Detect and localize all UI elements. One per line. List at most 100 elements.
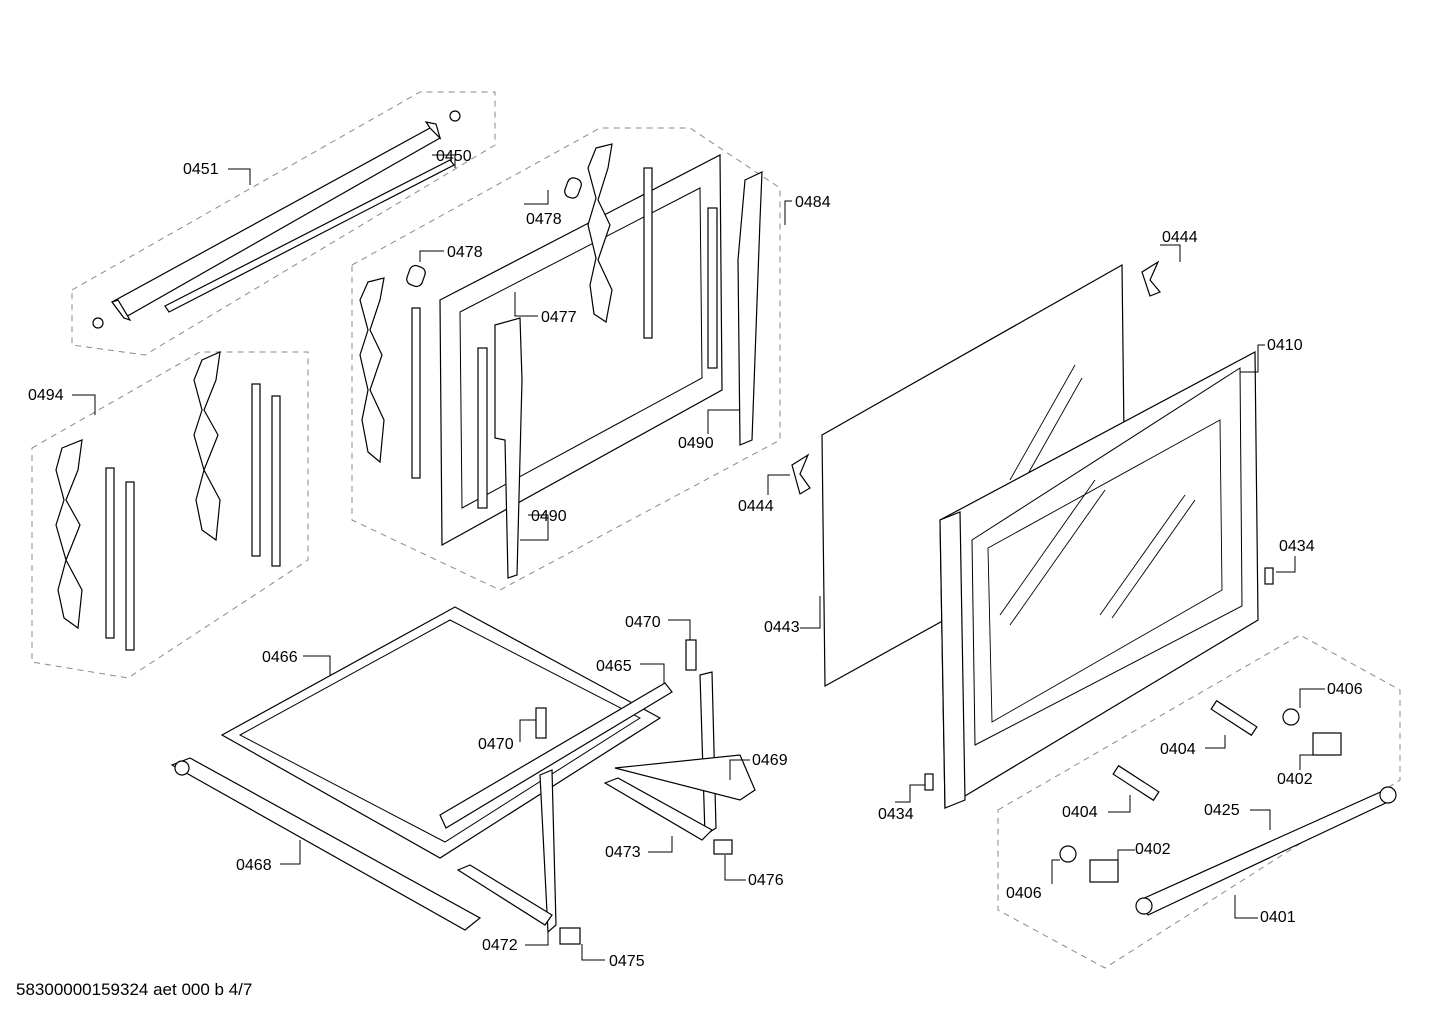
hinge-bracket-upper [737,171,763,446]
leader-0468 [280,840,301,865]
cap-0406-lower [1059,845,1077,863]
leader-0450 [432,154,456,168]
clip-0475 [559,927,581,945]
part-labels: 0451 0450 0478 0478 0484 0477 0494 0490 … [28,148,1363,970]
label-0434-left: 0434 [878,806,914,823]
label-0410: 0410 [1267,337,1303,354]
label-0434-right: 0434 [1279,538,1315,555]
top-rail-rod [164,159,455,313]
label-0490-upper: 0490 [678,435,714,452]
glass-reflection-b [1019,377,1083,489]
label-0484: 0484 [795,194,831,211]
stop-0434-left [924,773,934,791]
outer-door-window [987,419,1223,723]
support-0472 [539,769,557,934]
drawing-reference-footer: 58300000159324 aet 000 b 4/7 [16,980,253,999]
top-rail-profile [111,127,441,319]
door-reflection-a [999,479,1096,616]
label-0404-upper: 0404 [1160,741,1196,758]
leader-0443 [800,596,821,629]
inner-strip-right [707,207,718,369]
group-outline-inner-door [351,127,781,591]
inner-guide-comb-right [587,143,613,324]
clip-0444-lower [791,453,811,495]
door-glass-parts [791,260,1274,810]
door-reflection-d [1111,499,1196,619]
block-0402-upper [1312,732,1342,756]
label-0404-lower: 0404 [1062,804,1098,821]
roller-0478-lower [406,264,426,288]
door-reflection-b [1009,489,1106,626]
label-0470-center: 0470 [478,736,514,753]
outer-door-side-profile [939,511,966,809]
top-rail-end-left [111,299,132,322]
tray-0466-inner [238,619,642,843]
label-0475: 0475 [609,953,645,970]
label-0444-upper: 0444 [1162,229,1198,246]
label-0450: 0450 [436,148,472,165]
leader-0402-upper [1299,754,1313,770]
leader-0484 [784,200,792,225]
label-0478-lower: 0478 [447,244,483,261]
label-0444-lower: 0444 [738,498,774,515]
leader-0465 [640,663,665,683]
leader-0478-lower [419,250,444,262]
leader-0473 [648,836,673,853]
label-0470-right: 0470 [625,614,661,631]
side-guide-parts [55,351,281,651]
support-0473-foot [603,777,713,841]
label-0494: 0494 [28,387,64,404]
handle-0425 [1139,789,1393,916]
handle-0425-end-left [1135,897,1153,915]
top-rail-end-right [424,121,442,141]
leader-0404-lower [1108,795,1131,813]
outer-door-frame-inner [971,367,1243,746]
group-outline-side-guides [31,351,309,679]
inner-guide-strip-right [643,167,653,339]
top-rail-parts [92,110,461,329]
leader-0478-upper [524,190,549,205]
handle-0425-end-right [1379,786,1397,804]
leader-0470-center [519,719,536,742]
cap-0406-upper [1282,708,1300,726]
inner-door-panel-window [459,187,703,509]
tray-0466 [220,606,662,859]
rail-0468 [170,757,482,931]
leader-0477 [514,292,538,317]
leader-lines [72,154,1325,961]
block-0402-lower [1089,859,1119,883]
label-0476: 0476 [748,872,784,889]
top-rail-screw-left [92,317,104,329]
label-0473: 0473 [605,844,641,861]
label-0406-upper: 0406 [1327,681,1363,698]
label-0402-upper: 0402 [1277,771,1313,788]
spacer-0404-upper [1210,699,1258,737]
leader-0406-upper [1299,688,1325,708]
roller-0478-upper [564,177,582,199]
label-0466: 0466 [262,649,298,666]
side-guide-strip-rear-a [251,383,261,557]
side-guide-strip-rear-b [271,395,281,567]
label-0401: 0401 [1260,909,1296,926]
clip-0476 [713,839,733,855]
leader-0475 [581,944,605,961]
label-0425: 0425 [1204,802,1240,819]
runner-0469 [614,754,756,801]
handle-parts [1059,699,1397,916]
leader-0451 [228,168,251,185]
label-0472: 0472 [482,937,518,954]
side-guide-strip-front-b [125,481,135,651]
shelf-parts [170,606,756,945]
label-0477: 0477 [541,309,577,326]
stop-0434-right [1264,567,1274,585]
glass-reflection-a [1009,364,1076,481]
bracket-0470-right [685,639,697,671]
label-0402-lower: 0402 [1135,841,1171,858]
leader-0490-lower [520,514,549,541]
leader-0470-right [668,619,691,640]
inner-guide-strip-left [411,307,421,479]
label-0465: 0465 [596,658,632,675]
leader-0490-upper [707,409,740,434]
leader-0404-upper [1205,735,1226,749]
label-0443: 0443 [764,619,800,636]
